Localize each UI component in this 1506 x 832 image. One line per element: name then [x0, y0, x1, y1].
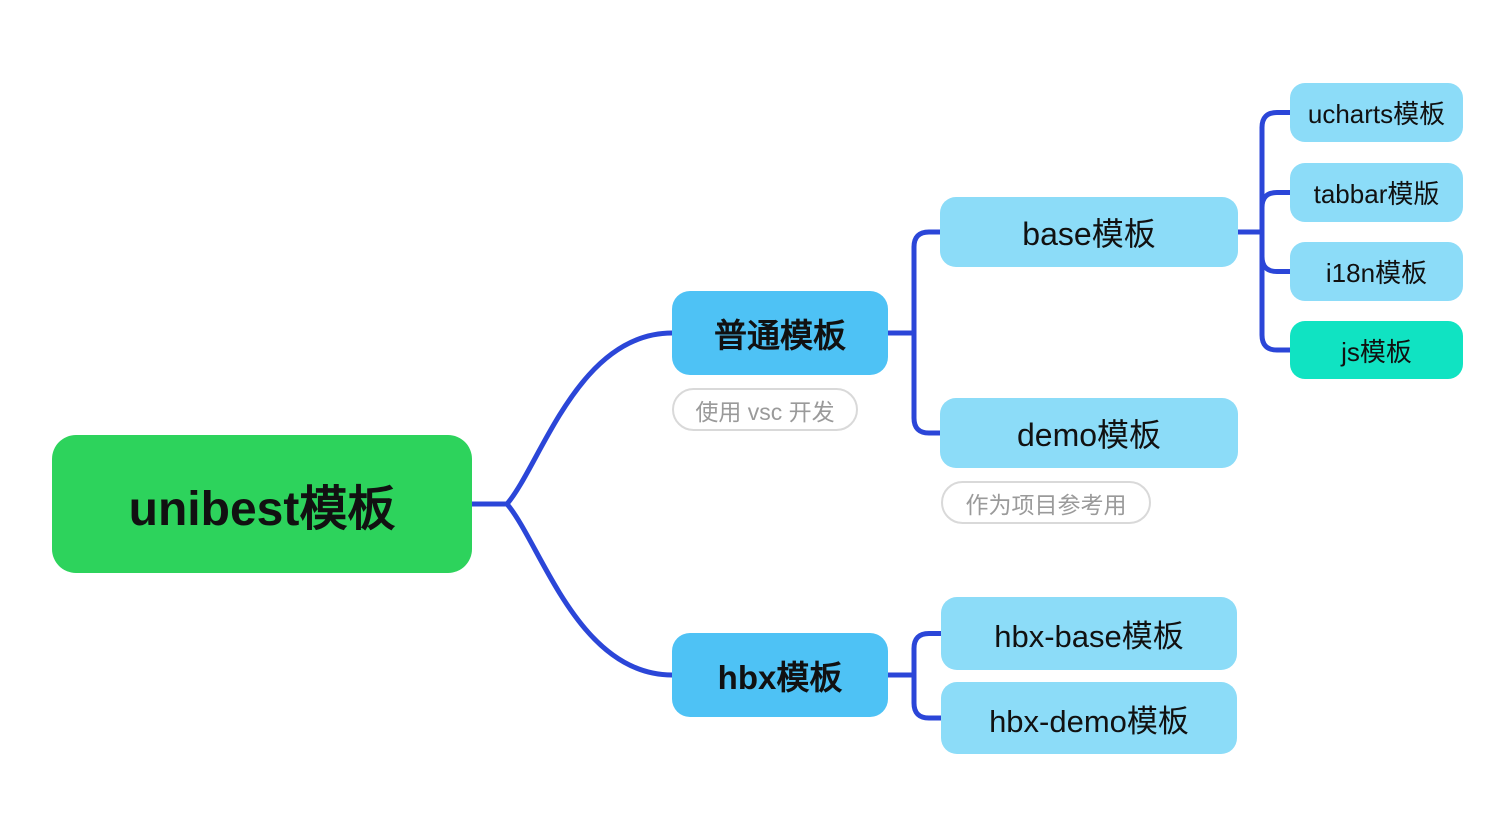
node-leaf-ucharts[interactable]: ucharts模板 — [1290, 83, 1463, 142]
note-putong-vsc[interactable]: 使用 vsc 开发 — [672, 388, 858, 431]
edge-base-bracket — [1259, 110, 1293, 353]
node-root-unibest[interactable]: unibest模板 — [52, 435, 472, 573]
node-leaf-tabbar[interactable]: tabbar模版 — [1290, 163, 1463, 222]
node-hbx-demo-template[interactable]: hbx-demo模板 — [941, 682, 1237, 754]
node-base-template[interactable]: base模板 — [940, 197, 1238, 267]
node-branch-hbx[interactable]: hbx模板 — [672, 633, 888, 717]
edge-base-to-tabbar — [1259, 190, 1293, 210]
node-leaf-i18n[interactable]: i18n模板 — [1290, 242, 1463, 301]
edge-hbx-bracket — [911, 631, 944, 721]
node-branch-putong[interactable]: 普通模板 — [672, 291, 888, 375]
edge-base-to-i18n — [1259, 254, 1293, 274]
edge-root-to-hbx — [504, 501, 675, 678]
edge-root-to-putong — [504, 330, 675, 507]
note-demo-reference[interactable]: 作为项目参考用 — [941, 481, 1151, 524]
node-demo-template[interactable]: demo模板 — [940, 398, 1238, 468]
node-leaf-js[interactable]: js模板 — [1290, 321, 1463, 379]
node-hbx-base-template[interactable]: hbx-base模板 — [941, 597, 1237, 670]
edge-putong-bracket — [911, 229, 943, 436]
